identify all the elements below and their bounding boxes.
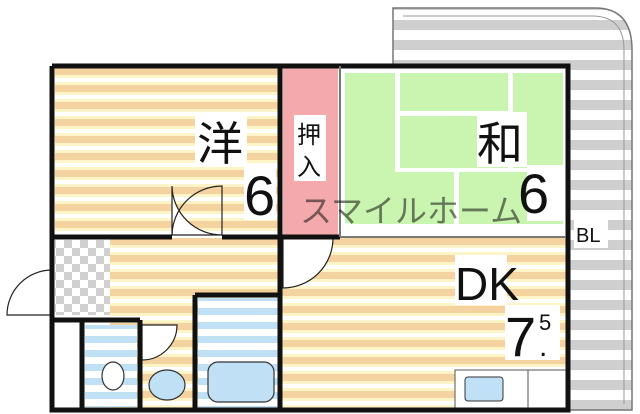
kitchen-sink-icon [464, 376, 504, 402]
japanese-room-size: 6 [518, 162, 549, 225]
watermark: スマイルホーム [300, 193, 522, 229]
kitchen-counter [454, 369, 567, 409]
entrance [55, 240, 110, 315]
balcony-label: BL [576, 225, 600, 247]
dk-size-dot: . [539, 330, 547, 363]
closet-label-2: 入 [297, 154, 321, 181]
walls [49, 63, 571, 413]
dk-size-decimal: 5 [539, 310, 551, 335]
toilet-icon [101, 361, 125, 391]
door-swings [6, 185, 334, 361]
japanese-room [340, 68, 566, 235]
bathtub-icon [207, 361, 275, 403]
western-room-label: 洋 [197, 118, 243, 170]
sink-icon [148, 369, 186, 401]
dk-label: DK [455, 258, 519, 310]
closet-label-1: 押 [297, 122, 321, 149]
japanese-room-label: 和 [477, 118, 523, 170]
western-room-size: 6 [244, 164, 275, 227]
dk-size: 7 [505, 305, 536, 368]
